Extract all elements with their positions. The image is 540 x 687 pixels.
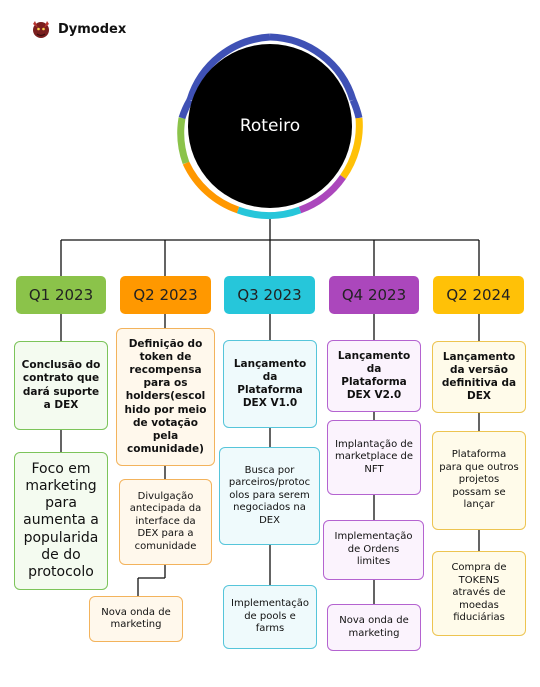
quarter-header-q1-2023: Q1 2023 [16,276,106,314]
milestone-card: Implantação de marketplace de NFT [327,420,421,495]
brand-name: Dymodex [58,21,127,37]
quarter-header-q2-2023: Q2 2023 [120,276,211,314]
brand: Dymodex [30,18,126,40]
milestone-card: Definição do token de recompensa para os… [116,328,215,466]
milestone-card: Nova onda de marketing [327,604,421,651]
quarter-header-q4-2023: Q4 2023 [329,276,419,314]
roadmap-ring [177,33,363,220]
milestone-card: Lançamento da Plataforma DEX V2.0 [327,340,421,412]
milestone-card: Busca por parceiros/protocolos para sere… [219,447,320,545]
dragon-logo-icon [30,18,52,40]
milestone-card: Lançamento da versão definitiva da DEX [432,341,526,413]
milestone-card: Compra de TOKENS através de moedas fiduc… [432,551,526,636]
milestone-card: Conclusão do contrato que dará suporte a… [14,341,108,430]
milestone-card: Foco em marketing para aumenta a popular… [14,452,108,590]
milestone-card: Lançamento da Plataforma DEX V1.0 [223,340,317,428]
milestone-card: Plataforma para que outros projetos poss… [432,431,526,530]
milestone-card: Nova onda de marketing [89,596,183,642]
milestone-card: Implementação de pools e farms [223,585,317,649]
milestone-card: Implementação de Ordens limites [323,520,424,580]
quarter-header-q3-2023: Q3 2023 [224,276,315,314]
quarter-header-q2-2024: Q2 2024 [433,276,524,314]
milestone-card: Divulgação antecipada da interface da DE… [119,479,212,565]
roadmap-title: Roteiro [239,116,301,136]
roadmap-center-circle [188,44,352,208]
